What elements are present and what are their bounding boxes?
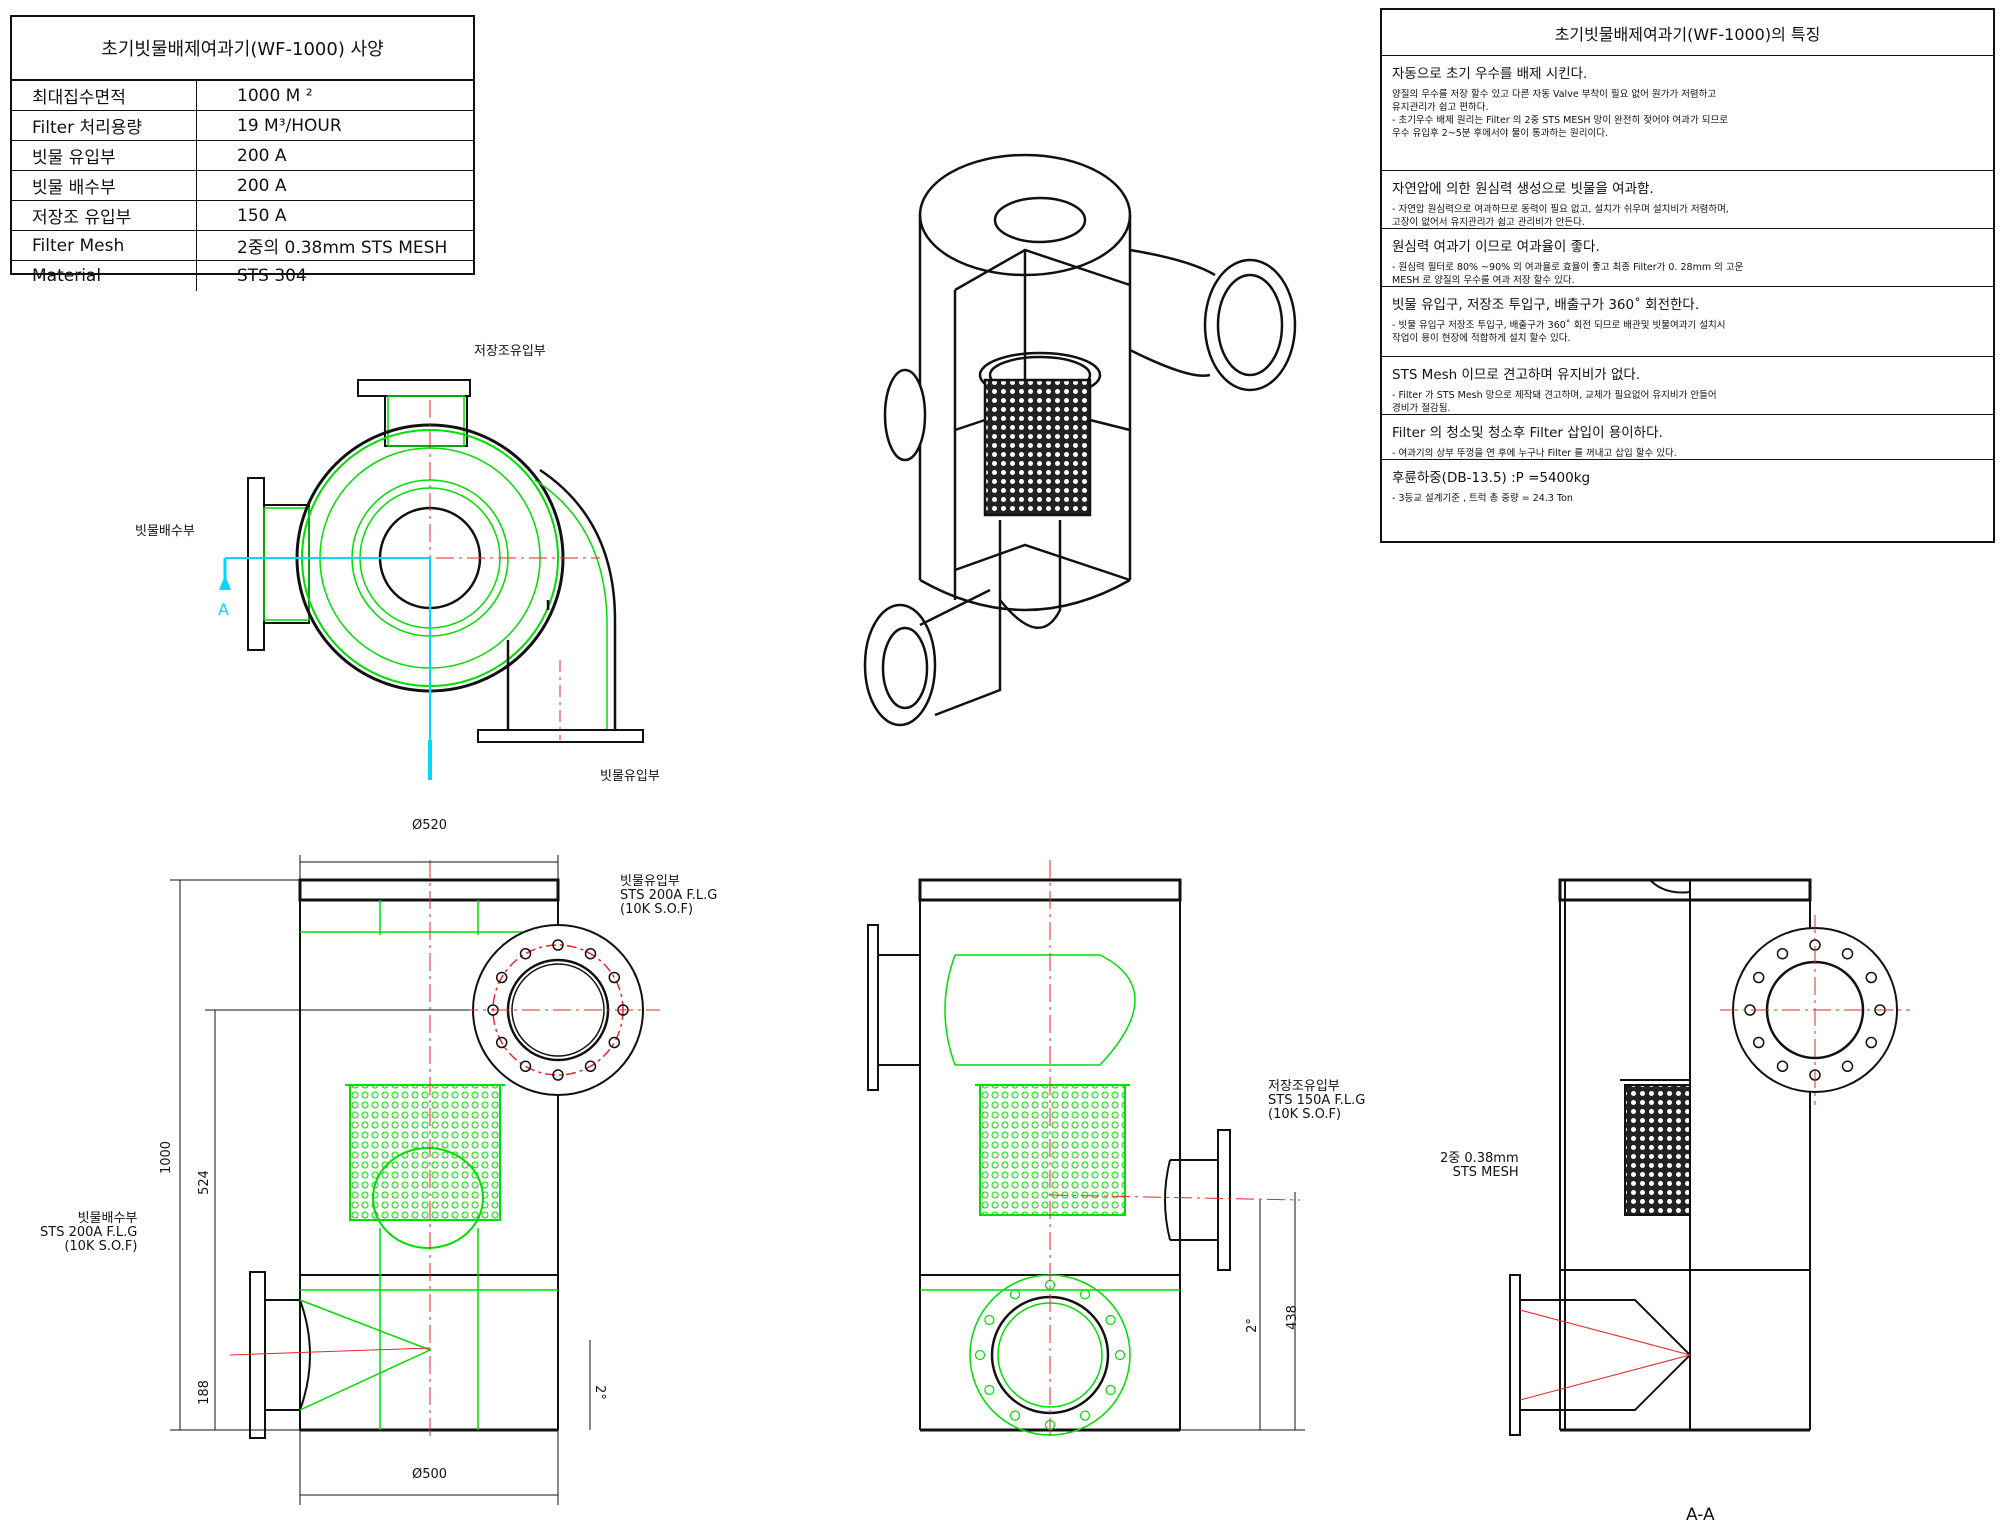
feature-detail: - 자연압 원심력으로 여과하므로 동력이 필요 없고, 설치가 쉬우며 설치비… bbox=[1392, 204, 1729, 228]
bolt-hole bbox=[974, 1349, 986, 1361]
spec-key: 최대집수면적 bbox=[12, 81, 197, 110]
bolt-hole bbox=[1865, 971, 1878, 984]
bolt-hole bbox=[1752, 971, 1765, 984]
bolt-hole bbox=[1079, 1289, 1091, 1300]
dim-top-dia: Ø520 bbox=[412, 818, 448, 833]
feature-section: 자동으로 초기 우수를 배제 시킨다. 양질의 우수를 저장 할수 있고 다른 자… bbox=[1382, 56, 1993, 171]
spec-value: STS 304 bbox=[237, 266, 307, 286]
section-caption: A-A bbox=[1686, 1505, 1715, 1525]
bolt-hole bbox=[984, 1384, 995, 1396]
bolt-hole bbox=[584, 1060, 597, 1073]
features-table: 초기빗물배제여과기(WF-1000)의 특징 자동으로 초기 우수를 배제 시킨… bbox=[1380, 8, 1995, 543]
feature-detail: - Filter 가 STS Mesh 망으로 제작돼 견고하며, 교체가 필요… bbox=[1392, 390, 1717, 414]
side-view bbox=[867, 860, 1305, 1440]
bolt-hole bbox=[1776, 947, 1789, 960]
top-label-storage-inlet: 저장조유입부 bbox=[474, 344, 546, 359]
feature-heading: Filter 의 청소및 청소후 Filter 삽입이 용이하다. bbox=[1392, 425, 1663, 441]
feature-section: STS Mesh 이므로 견고하며 유지비가 없다. - Filter 가 STS… bbox=[1382, 357, 1993, 415]
dim-height: 1000 bbox=[159, 1140, 175, 1175]
spec-value: 200 A bbox=[237, 145, 287, 166]
bolt-hole bbox=[1114, 1349, 1126, 1361]
feature-detail: - 빗물 유입구 저장조 투입구, 배출구가 360˚ 회전 되므로 배관및 빗… bbox=[1392, 320, 1726, 344]
spec-key: 저장조 유입부 bbox=[12, 201, 197, 230]
feature-detail: 양질의 우수를 저장 할수 있고 다른 자동 Valve 부착이 필요 없어 원… bbox=[1392, 89, 1728, 139]
feature-heading: 자연압에 의한 원심력 생성으로 빗물을 여과함. bbox=[1392, 181, 1654, 197]
dim-angle-side: 2° bbox=[1244, 1318, 1260, 1333]
front-label-drain: 빗물배수부 STS 200A F.L.G (10K S.O.F) bbox=[40, 1211, 138, 1254]
bolt-hole bbox=[1865, 1036, 1878, 1049]
spec-key: 빗물 배수부 bbox=[12, 171, 197, 200]
spec-key: 빗물 유입부 bbox=[12, 141, 197, 170]
spec-value: 1000 M ² bbox=[237, 85, 313, 106]
feature-section: 원심력 여과기 이므로 여과율이 좋다. - 원심력 필터로 80% ~90% 의… bbox=[1382, 229, 1993, 287]
dim-angle-front: 2° bbox=[591, 1385, 607, 1400]
spec-row: 저장조 유입부 150 A bbox=[12, 201, 473, 231]
spec-key: Filter 처리용량 bbox=[12, 111, 197, 140]
feature-heading: 빗물 유입구, 저장조 투입구, 배출구가 360˚ 회전한다. bbox=[1392, 297, 1700, 313]
bolt-hole bbox=[1752, 1036, 1765, 1049]
spec-row: Filter Mesh 2중의 0.38mm STS MESH bbox=[12, 231, 473, 261]
feature-section: 빗물 유입구, 저장조 투입구, 배출구가 360˚ 회전한다. - 빗물 유입구… bbox=[1382, 287, 1993, 357]
bolt-hole bbox=[984, 1314, 995, 1326]
features-table-title: 초기빗물배제여과기(WF-1000)의 특징 bbox=[1382, 10, 1993, 56]
bolt-hole bbox=[519, 1060, 532, 1073]
bolt-hole bbox=[584, 947, 597, 960]
dim-bottom-dia: Ø500 bbox=[412, 1467, 448, 1482]
spec-value: 150 A bbox=[237, 205, 287, 226]
dim-438: 438 bbox=[1284, 1305, 1300, 1330]
spec-value: 19 M³/HOUR bbox=[237, 115, 342, 136]
spec-table-title: 초기빗물배제여과기(WF-1000) 사양 bbox=[12, 17, 473, 81]
feature-detail: - 원심력 필터로 80% ~90% 의 여과율로 효율이 좋고 최종 Filt… bbox=[1392, 262, 1744, 286]
spec-value: 2중의 0.38mm STS MESH bbox=[237, 238, 448, 258]
section-marker: A bbox=[218, 600, 229, 619]
bolt-hole bbox=[1841, 1060, 1854, 1073]
bolt-hole bbox=[552, 1069, 564, 1081]
feature-section: 자연압에 의한 원심력 생성으로 빗물을 여과함. - 자연압 원심력으로 여과하… bbox=[1382, 171, 1993, 229]
front-label-inlet: 빗물유입부 STS 200A F.L.G (10K S.O.F) bbox=[620, 874, 718, 917]
bolt-hole bbox=[608, 971, 621, 984]
section-label-mesh: 2중 0.38mm STS MESH bbox=[1440, 1151, 1519, 1180]
feature-heading: 원심력 여과기 이므로 여과율이 좋다. bbox=[1392, 239, 1600, 255]
bolt-hole bbox=[608, 1036, 621, 1049]
dim-524: 524 bbox=[196, 1170, 212, 1195]
spec-row: 빗물 배수부 200 A bbox=[12, 171, 473, 201]
top-view bbox=[219, 379, 644, 780]
feature-heading: STS Mesh 이므로 견고하며 유지비가 없다. bbox=[1392, 367, 1641, 383]
spec-row: Material STS 304 bbox=[12, 261, 473, 291]
feature-section: 후륜하중(DB-13.5) :P =5400kg - 3등교 설계기준 , 트럭 … bbox=[1382, 460, 1993, 522]
spec-table: 초기빗물배제여과기(WF-1000) 사양 최대집수면적 1000 M ² Filt… bbox=[10, 15, 475, 291]
isometric-view bbox=[863, 153, 1297, 727]
bolt-hole bbox=[1105, 1384, 1116, 1396]
feature-detail: - 여과기의 상부 뚜껑을 연 후에 누구나 Filter 를 꺼내고 삽입 할… bbox=[1392, 448, 1677, 459]
feature-heading: 자동으로 초기 우수를 배제 시킨다. bbox=[1392, 66, 1588, 82]
bolt-hole bbox=[1079, 1410, 1091, 1421]
bolt-hole bbox=[495, 1036, 508, 1049]
feature-detail: - 3등교 설계기준 , 트럭 총 중량 = 24.3 Ton bbox=[1392, 493, 1573, 504]
spec-row: 빗물 유입부 200 A bbox=[12, 141, 473, 171]
front-view bbox=[170, 855, 660, 1505]
section-view bbox=[1509, 878, 1910, 1436]
bolt-hole bbox=[1009, 1289, 1021, 1300]
bolt-hole bbox=[1841, 947, 1854, 960]
dim-188: 188 bbox=[196, 1380, 212, 1405]
top-label-inlet: 빗물유입부 bbox=[600, 769, 660, 784]
bolt-hole bbox=[1009, 1410, 1021, 1421]
feature-section: Filter 의 청소및 청소후 Filter 삽입이 용이하다. - 여과기의 … bbox=[1382, 415, 1993, 460]
spec-key: Material bbox=[12, 261, 197, 291]
top-label-drain: 빗물배수부 bbox=[135, 524, 195, 539]
bolt-hole bbox=[552, 939, 564, 951]
side-label-storage: 저장조유입부 STS 150A F.L.G (10K S.O.F) bbox=[1268, 1079, 1366, 1122]
feature-heading: 후륜하중(DB-13.5) :P =5400kg bbox=[1392, 470, 1591, 486]
spec-value: 200 A bbox=[237, 175, 287, 196]
bolt-hole bbox=[519, 947, 532, 960]
bolt-hole bbox=[495, 971, 508, 984]
spec-key: Filter Mesh bbox=[12, 231, 197, 260]
bolt-hole bbox=[1776, 1060, 1789, 1073]
spec-row: 최대집수면적 1000 M ² bbox=[12, 81, 473, 111]
spec-row: Filter 처리용량 19 M³/HOUR bbox=[12, 111, 473, 141]
bolt-hole bbox=[1105, 1314, 1116, 1326]
